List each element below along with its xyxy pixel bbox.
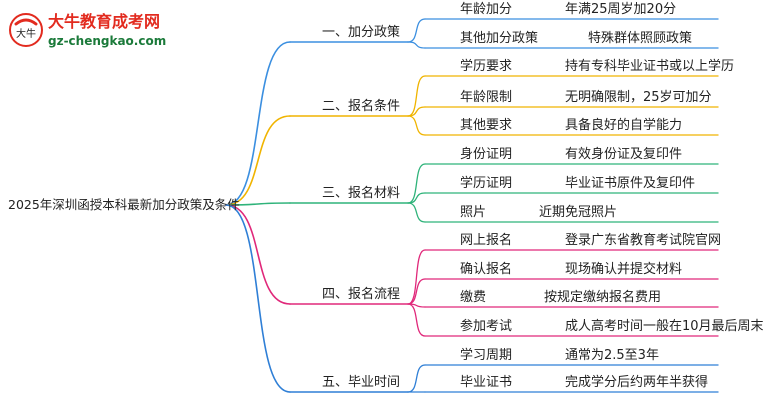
logo-mark-text: 大牛 bbox=[16, 27, 36, 40]
root-connector-3 bbox=[225, 202, 291, 206]
logo-url: gz-chengkao.com bbox=[48, 34, 167, 48]
child-connector bbox=[407, 75, 426, 117]
root-connector-2 bbox=[225, 115, 291, 206]
root-connector-5 bbox=[225, 204, 291, 393]
leaf-detail: 通常为2.5至3年 bbox=[565, 348, 659, 363]
leaf-label: 其他要求 bbox=[460, 118, 513, 133]
root-topic: 2025年深圳函授本科最新加分政策及条件 bbox=[8, 197, 240, 212]
leaf-detail: 完成学分后约两年半获得 bbox=[565, 375, 709, 390]
leaf-detail: 无明确限制，25岁可加分 bbox=[565, 90, 712, 105]
child-connector bbox=[407, 278, 426, 305]
leaf-label: 年龄加分 bbox=[460, 2, 513, 17]
child-connector bbox=[407, 163, 426, 204]
branch-label: 一、加分政策 bbox=[322, 25, 401, 40]
leaf-label: 学历证明 bbox=[460, 176, 513, 191]
child-connector bbox=[407, 202, 426, 223]
root-connector-1 bbox=[225, 41, 291, 206]
leaf-label: 缴费 bbox=[460, 290, 487, 305]
branch-label: 二、报名条件 bbox=[322, 99, 401, 114]
branch-label: 五、毕业时间 bbox=[322, 375, 401, 390]
root-connector-4 bbox=[225, 204, 291, 305]
leaf-label: 网上报名 bbox=[460, 233, 513, 248]
leaf-detail: 毕业证书原件及复印件 bbox=[565, 176, 696, 191]
leaf-detail: 登录广东省教育考试院官网 bbox=[565, 233, 722, 248]
leaf-detail: 年满25周岁加20分 bbox=[565, 2, 677, 17]
child-connector bbox=[407, 249, 426, 305]
leaf-label: 学习周期 bbox=[460, 348, 513, 363]
leaf-label: 年龄限制 bbox=[460, 90, 513, 105]
leaf-detail: 近期免冠照片 bbox=[539, 205, 618, 220]
leaf-label: 参加考试 bbox=[460, 319, 513, 334]
logo-mark-icon: 大牛 bbox=[9, 13, 43, 47]
child-connector bbox=[407, 115, 426, 136]
leaf-detail: 按规定缴纳报名费用 bbox=[544, 290, 662, 305]
site-logo[interactable]: 大牛 大牛教育成考网 gz-chengkao.com bbox=[8, 12, 168, 52]
child-connector bbox=[407, 364, 426, 393]
leaf-detail: 成人高考时间一般在10月最后周末 bbox=[565, 319, 764, 334]
leaf-detail: 现场确认并提交材料 bbox=[565, 262, 683, 277]
leaf-label: 确认报名 bbox=[460, 262, 513, 277]
child-connector bbox=[407, 18, 426, 43]
leaf-detail: 有效身份证及复印件 bbox=[565, 147, 683, 162]
leaf-label: 照片 bbox=[460, 205, 487, 220]
leaf-label: 其他加分政策 bbox=[460, 31, 539, 46]
leaf-label: 毕业证书 bbox=[460, 375, 513, 390]
leaf-detail: 持有专科毕业证书或以上学历 bbox=[565, 59, 735, 74]
leaf-detail: 特殊群体照顾政策 bbox=[588, 31, 693, 46]
child-connector bbox=[407, 41, 426, 49]
child-connector bbox=[407, 303, 426, 337]
leaf-label: 身份证明 bbox=[460, 147, 513, 162]
leaf-detail: 具备良好的自学能力 bbox=[565, 118, 683, 133]
logo-title: 大牛教育成考网 bbox=[48, 12, 161, 31]
branch-label: 三、报名材料 bbox=[322, 186, 401, 201]
leaf-label: 学历要求 bbox=[460, 59, 513, 74]
branch-label: 四、报名流程 bbox=[322, 287, 401, 302]
